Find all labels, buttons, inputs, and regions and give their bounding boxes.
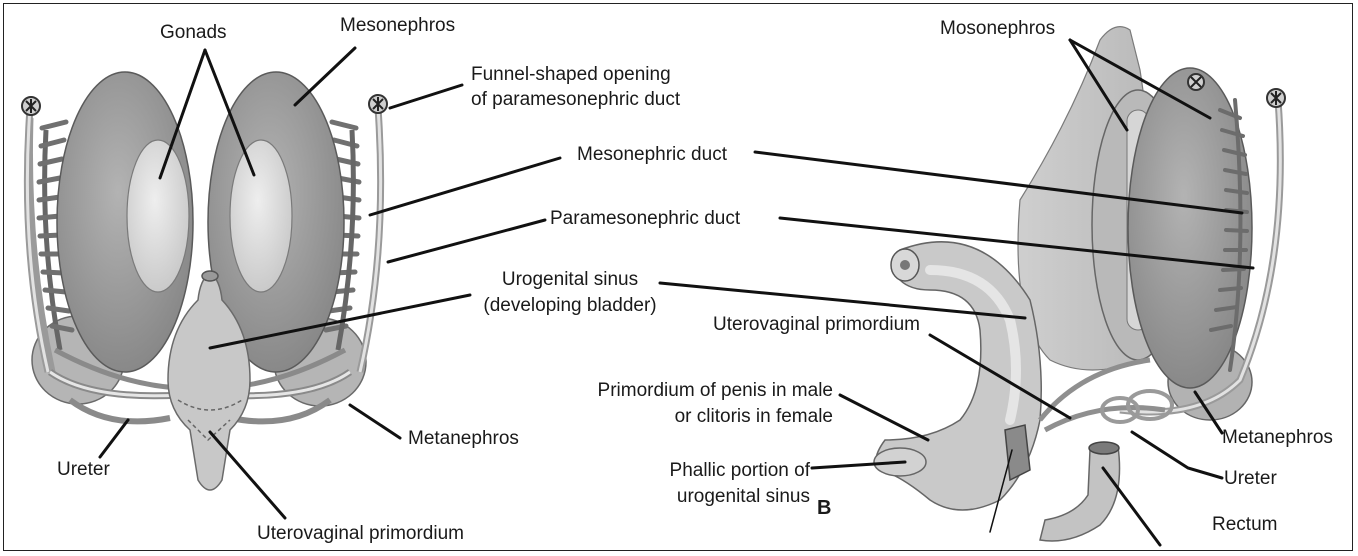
label-primordium-line1: Primordium of penis in male <box>533 378 833 403</box>
leader-ureter <box>100 420 128 457</box>
label-ureter: Ureter <box>57 457 110 482</box>
leader-primordium <box>840 395 928 440</box>
label-ureter-right: Ureter <box>1224 466 1277 491</box>
rectum-shape <box>1040 446 1120 541</box>
leader-ureter-right <box>1132 432 1222 478</box>
cut-section <box>1005 425 1030 480</box>
right-funnel-opening <box>369 95 387 113</box>
left-panel-illustration <box>22 72 387 490</box>
label-uterovaginal-primordium-right: Uterovaginal primordium <box>713 312 920 337</box>
label-gonads: Gonads <box>160 20 227 45</box>
leader-mesonephros <box>295 48 355 105</box>
label-mosonephros: Mosonephros <box>940 16 1055 41</box>
label-primordium-line2: or clitoris in female <box>533 404 833 429</box>
label-phallic-line2: urogenital sinus <box>560 484 810 509</box>
label-funnel-line2: of paramesonephric duct <box>471 87 680 112</box>
left-funnel-opening <box>22 97 40 115</box>
label-mesonephric-duct: Mesonephric duct <box>577 142 727 167</box>
leader-funnel <box>390 85 462 108</box>
right-panel-illustration <box>874 27 1285 541</box>
label-metanephros: Metanephros <box>408 426 519 451</box>
label-urogenital-sinus-line2: (developing bladder) <box>470 293 670 318</box>
label-paramesonephric-duct: Paramesonephric duct <box>550 206 740 231</box>
sinus-opening-inner <box>900 260 910 270</box>
label-phallic-line1: Phallic portion of <box>560 458 810 483</box>
leader-metanephros <box>350 405 400 438</box>
leader-paramesonephric-duct <box>388 220 545 262</box>
left-tubules <box>29 118 60 372</box>
label-metanephros-right: Metanephros <box>1222 425 1333 450</box>
leader-mesonephric-duct <box>370 158 560 215</box>
label-panel-letter: B <box>817 496 831 521</box>
sinus-top-opening <box>202 271 218 281</box>
label-uterovaginal-primordium: Uterovaginal primordium <box>257 521 464 546</box>
rectum-opening <box>1089 442 1119 454</box>
right-gonad-shape <box>230 140 292 292</box>
left-gonad-shape <box>127 140 189 292</box>
label-urogenital-sinus-line1: Urogenital sinus <box>470 267 670 292</box>
right-funnel-opening-2 <box>1188 74 1204 90</box>
right-funnel-opening-1 <box>1267 89 1285 107</box>
label-funnel-line1: Funnel-shaped opening <box>471 62 671 87</box>
label-mesonephros: Mesonephros <box>340 13 455 38</box>
label-rectum: Rectum <box>1212 512 1277 537</box>
